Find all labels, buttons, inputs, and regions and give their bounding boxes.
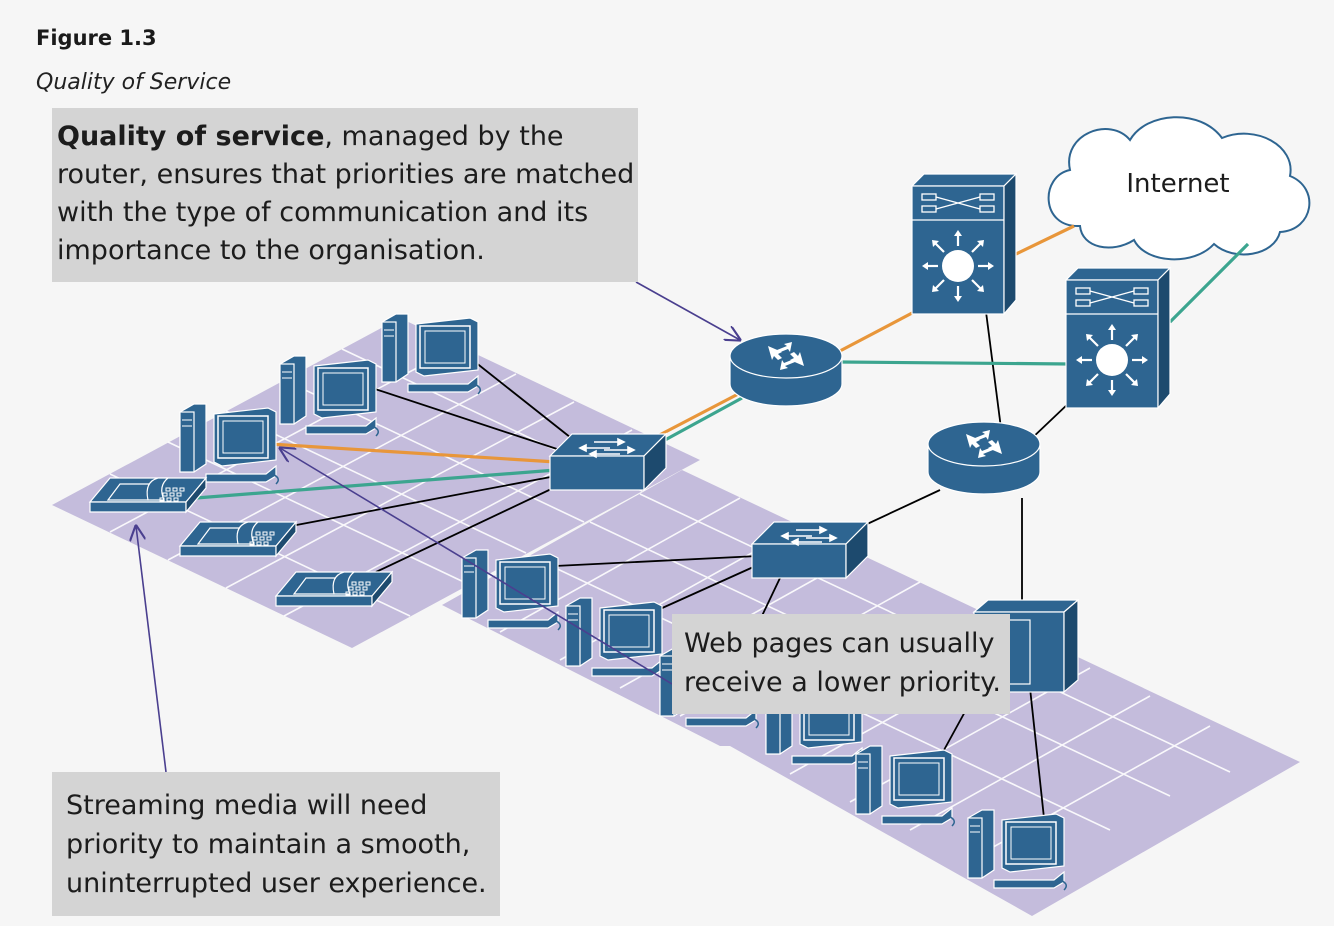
internet-label: Internet <box>1126 169 1229 199</box>
switch-icon <box>549 433 667 491</box>
multilayer-switch-icon <box>1064 266 1172 410</box>
internet-cloud: Internet <box>1047 116 1311 261</box>
multilayer-switch-icon <box>910 172 1018 316</box>
figure-label: Figure 1.3 <box>36 26 157 50</box>
callout-qos-bold: Quality of service <box>57 121 325 152</box>
callout-quality-of-service: Quality of service, managed by the route… <box>52 108 638 282</box>
switch-icon <box>751 521 869 579</box>
router-icon <box>927 421 1041 495</box>
figure-caption: Quality of Service <box>36 70 232 95</box>
callout-qos-text: , managed by the router, ensures that pr… <box>57 121 635 266</box>
phone-icon <box>179 521 297 557</box>
router-icon <box>729 333 843 407</box>
callout-arrows <box>136 281 740 773</box>
phone-icon <box>275 571 393 607</box>
phone-icon <box>89 477 207 513</box>
qos-links <box>195 224 1250 500</box>
callout-streaming-media: Streaming media will need priority to ma… <box>52 772 500 916</box>
callout-web-pages: Web pages can usually receive a lower pr… <box>672 614 1010 714</box>
